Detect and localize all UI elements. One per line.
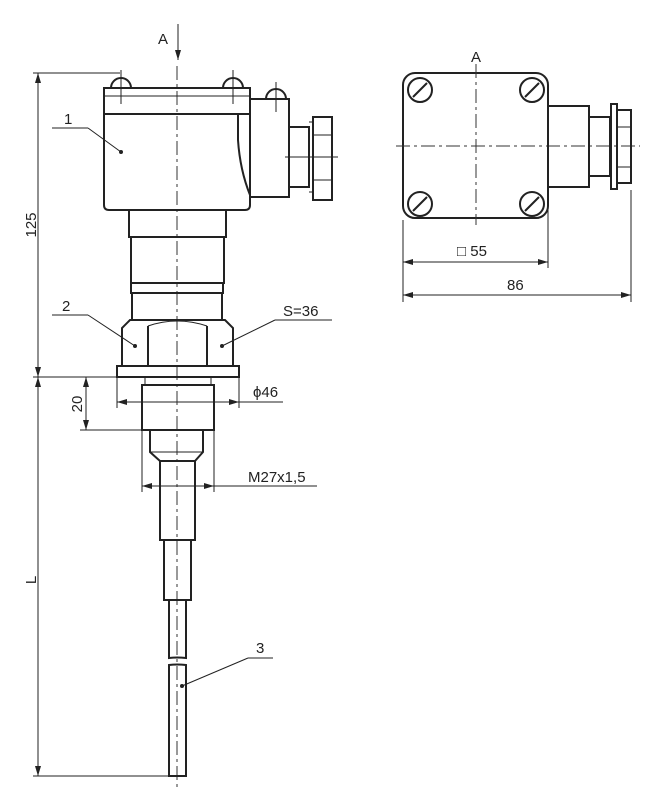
screw-icon bbox=[109, 70, 288, 112]
housing-body bbox=[103, 114, 251, 211]
leader-2: 2 bbox=[62, 298, 70, 315]
front-view bbox=[103, 66, 338, 790]
view-arrow-a: A bbox=[158, 24, 181, 60]
dim-125: 125 bbox=[23, 212, 40, 237]
probe-tip bbox=[168, 663, 187, 777]
dim-l: L bbox=[23, 576, 40, 584]
top-view: A bbox=[396, 49, 640, 225]
thread bbox=[141, 384, 215, 431]
flange bbox=[116, 365, 240, 378]
cable-box bbox=[249, 98, 290, 198]
dim-86: 86 bbox=[507, 277, 524, 294]
screw-icon bbox=[407, 77, 545, 217]
leaders: 1 2 S=36 3 bbox=[52, 111, 332, 688]
top-view-label: A bbox=[471, 49, 481, 66]
dim-phi46: ϕ46 bbox=[253, 384, 278, 401]
leader-3: 3 bbox=[256, 640, 264, 657]
dim-thread: M27x1,5 bbox=[248, 469, 306, 486]
leader-1: 1 bbox=[64, 111, 72, 128]
dimensions-top: □ 55 86 bbox=[402, 190, 632, 302]
view-marker-label: A bbox=[158, 31, 168, 48]
gland-nut bbox=[312, 116, 333, 201]
dimensions-front: 125 L 20 ϕ46 M27x1,5 bbox=[23, 72, 317, 777]
leader-hex-size: S=36 bbox=[283, 303, 318, 320]
probe-rod bbox=[168, 600, 187, 660]
gland-nut-top bbox=[616, 109, 632, 184]
dim-square-55: □ 55 bbox=[457, 243, 487, 260]
dim-20: 20 bbox=[69, 396, 86, 413]
